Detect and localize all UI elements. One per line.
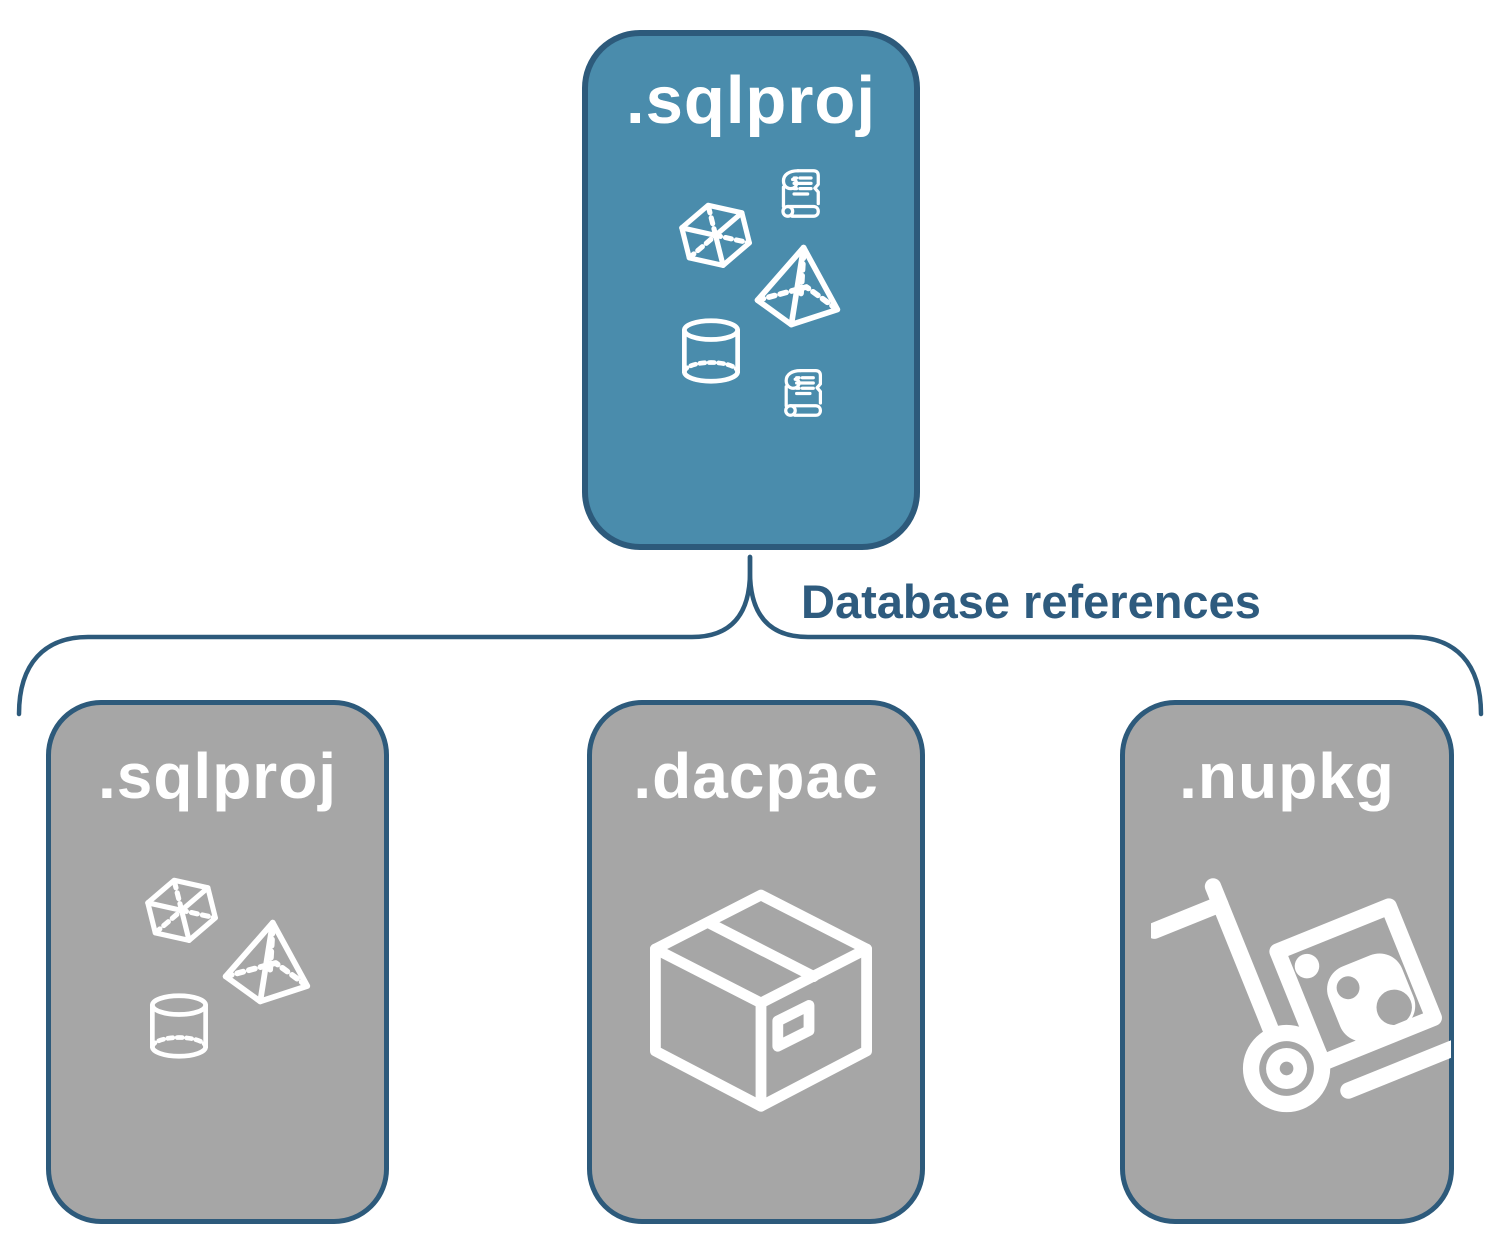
child-node-label: .sqlproj xyxy=(97,740,338,812)
connector-label: Database references xyxy=(801,575,1261,628)
cube-icon xyxy=(138,869,226,955)
root-node-label: .sqlproj xyxy=(626,63,876,138)
package-box-icon xyxy=(641,883,881,1123)
cylinder-icon xyxy=(143,985,215,1067)
nuget-hand-truck-icon xyxy=(1151,845,1451,1145)
node-child-nupkg: .nupkg xyxy=(1120,700,1454,1224)
script-scroll-icon xyxy=(768,164,826,222)
node-root-sqlproj: .sqlproj xyxy=(582,30,920,550)
cylinder-icon xyxy=(675,310,747,392)
pyramid-icon xyxy=(746,240,848,334)
child-node-label: .dacpac xyxy=(633,740,879,812)
node-child-dacpac: .dacpac xyxy=(587,700,925,1224)
node-child-sqlproj: .sqlproj xyxy=(46,700,389,1224)
pyramid-icon xyxy=(215,915,317,1011)
script-scroll-icon xyxy=(771,364,828,421)
child-node-label: .nupkg xyxy=(1179,740,1395,812)
